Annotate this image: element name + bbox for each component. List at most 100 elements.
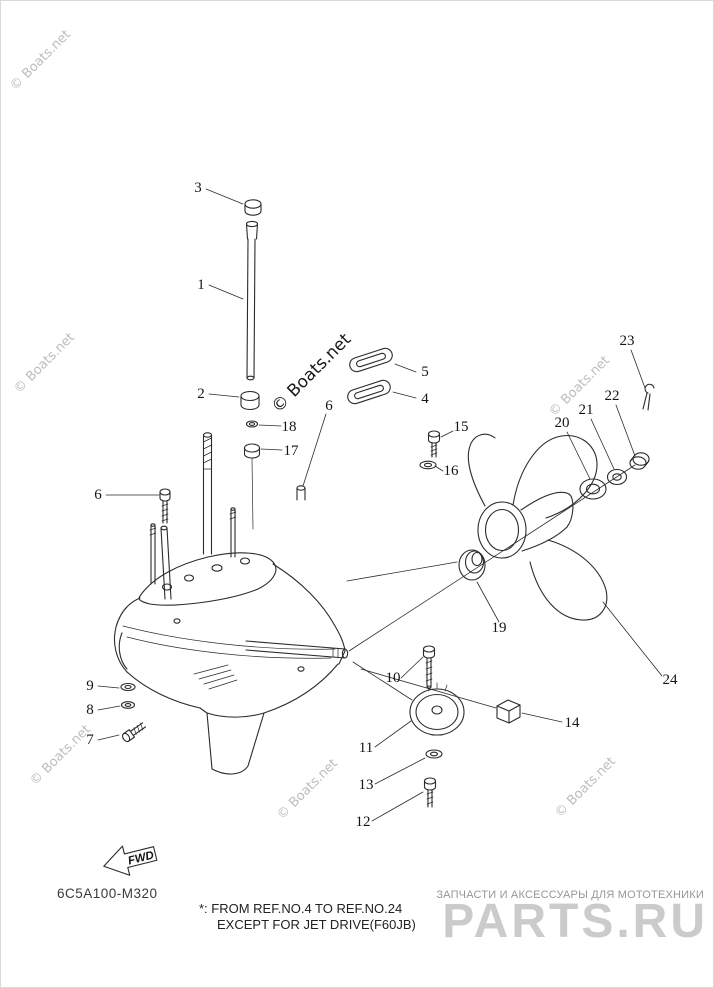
pin-legs — [642, 392, 651, 411]
bolt-threads — [161, 503, 169, 522]
bolt-10-threads — [425, 660, 433, 682]
nut-back — [632, 452, 650, 466]
bearing-inner — [585, 483, 601, 495]
bolt-7-threads — [133, 722, 144, 735]
callout-18: 18 — [282, 419, 297, 435]
cavitation-plate-line2 — [126, 636, 332, 659]
axis-line-plate — [352, 661, 413, 701]
fwd-arrow-outline — [103, 845, 158, 876]
mount-flange — [138, 552, 277, 606]
callout-12: 12 — [356, 814, 371, 830]
fwd-arrow: FWD — [103, 845, 158, 876]
axis-line-upper — [346, 561, 458, 582]
stud-a-top — [150, 523, 156, 527]
tube-1-end — [246, 375, 255, 381]
flange-hole — [183, 574, 195, 582]
bolt-10-tip — [426, 685, 432, 689]
diagram-code: 6C5A100-M320 — [57, 886, 158, 901]
blade-bottom-right — [529, 539, 608, 621]
callout-7: 7 — [86, 732, 94, 748]
cap-3-body — [244, 203, 262, 216]
callouts: 3 1 2 18 17 6 5 4 15 16 6 9 8 7 10 11 14… — [86, 180, 678, 830]
callout-8: 8 — [86, 702, 94, 718]
washer-16-inner — [423, 462, 433, 468]
bolt-15 — [427, 430, 441, 458]
cap-3 — [244, 199, 262, 209]
shift-rod — [160, 525, 172, 600]
drive-shaft-top — [202, 432, 213, 438]
watermark: © Boats.net — [7, 27, 74, 94]
callout-2: 2 — [197, 386, 205, 402]
washer-13-outer — [425, 749, 443, 759]
washer-9-outer — [120, 682, 136, 692]
plate-inner — [415, 693, 459, 731]
bolt-head — [159, 488, 171, 496]
ring-18 — [245, 420, 259, 428]
tube-fitting-side — [245, 223, 259, 240]
propeller-shaft-tip — [341, 648, 349, 659]
callout-22: 22 — [605, 388, 620, 404]
bearing-outer — [579, 478, 607, 500]
nut-front — [629, 456, 647, 470]
propeller-shaft — [245, 640, 346, 659]
thrust-bearing-20 — [579, 478, 607, 500]
seal-5 — [349, 347, 393, 373]
callout-14: 14 — [565, 715, 581, 731]
callout-11: 11 — [359, 740, 373, 756]
cotter-pin-23 — [642, 383, 655, 411]
housing-hole — [173, 618, 181, 624]
stud-b — [230, 508, 236, 558]
washer-21-outer — [606, 468, 628, 486]
watermarks: © Boats.net © Boats.net © Boats.net © Bo… — [7, 27, 619, 823]
bolt-12 — [423, 777, 437, 808]
hub-front-inner — [484, 508, 520, 552]
bolt-12-threads — [426, 791, 434, 805]
seal-5-slot — [356, 352, 386, 368]
watermark: © Boats.net — [11, 330, 78, 397]
washer-16 — [419, 460, 437, 470]
callout-6-left: 6 — [94, 487, 102, 503]
callout-15: 15 — [454, 419, 469, 435]
flange-hole — [239, 557, 251, 565]
bolt-7-shaft — [129, 722, 147, 737]
drive-shaft — [202, 432, 213, 555]
block-outline — [496, 699, 521, 724]
washer-16-outer — [419, 460, 437, 470]
housing-left-edge — [113, 597, 141, 673]
brand-watermark: PARTS.RU — [442, 895, 708, 948]
bolt-head-side — [159, 491, 171, 502]
grommet-2-body — [240, 395, 260, 411]
shift-rod-body — [160, 527, 172, 600]
ring-17-body — [243, 447, 261, 459]
washer-21 — [606, 468, 628, 486]
bolt-10-head-side — [422, 648, 436, 659]
anode-plate-11 — [409, 682, 465, 736]
hub-rear — [566, 493, 574, 528]
axis-line-block — [360, 668, 497, 709]
spinner-19-inner — [471, 551, 483, 567]
propeller — [458, 433, 608, 621]
water-inlet-grate — [193, 664, 238, 690]
skeg-top-line — [206, 712, 265, 718]
callout-24: 24 — [663, 672, 679, 688]
seal-4-slot — [354, 384, 384, 400]
supplier-text: ЗАПЧАСТИ И АКСЕССУАРЫ ДЛЯ МОТОТЕХНИКИ — [436, 889, 704, 901]
axis-line-prop — [348, 464, 636, 652]
hub-barrel — [520, 491, 570, 552]
bolt-12-head — [423, 777, 437, 785]
ring-18-inner — [248, 422, 256, 426]
drive-shaft-body — [202, 434, 213, 555]
watermark: © Boats.net — [268, 329, 356, 417]
tube-1 — [246, 238, 256, 379]
nose-cap-line — [118, 632, 128, 670]
callout-5: 5 — [421, 364, 429, 380]
plate-outer — [409, 688, 465, 736]
stud-b-top — [230, 507, 236, 511]
blade-upper-left — [467, 433, 496, 507]
callout-9: 9 — [86, 678, 94, 694]
seal-4 — [347, 379, 391, 405]
stud-body — [296, 487, 306, 501]
bolt-15-head — [427, 430, 441, 438]
bolt-10 — [422, 645, 436, 689]
